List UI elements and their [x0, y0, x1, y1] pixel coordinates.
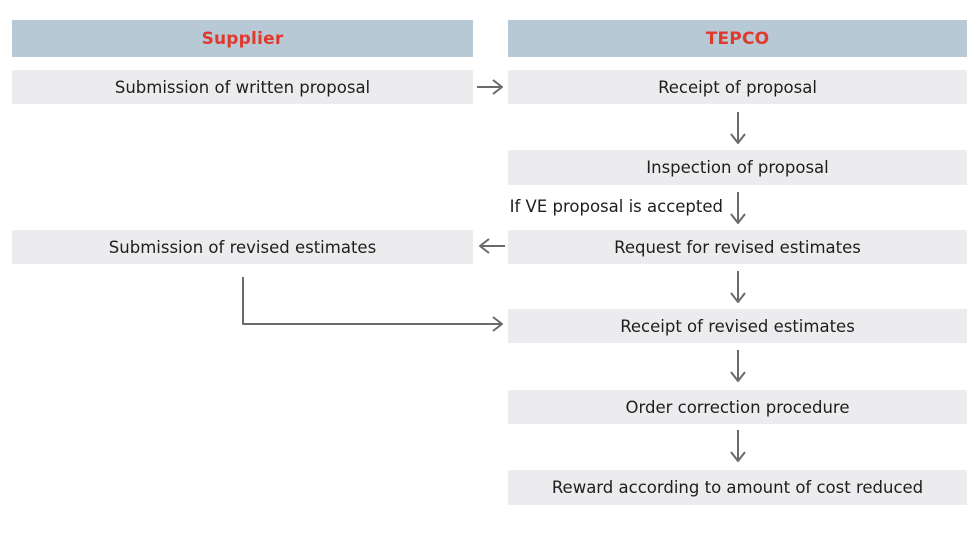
tepco-column-header: TEPCO [508, 20, 967, 57]
box-request-revised-estimates: Request for revised estimates [508, 230, 967, 264]
box-reward-cost-reduced: Reward according to amount of cost reduc… [508, 470, 967, 505]
box-receipt-of-proposal: Receipt of proposal [508, 70, 967, 104]
arrow-request-to-submission-revised-icon [479, 238, 505, 254]
supplier-column-header: Supplier [12, 20, 473, 57]
arrow-request-to-receipt-revised-icon [730, 271, 746, 303]
arrow-inspection-to-request-icon [730, 192, 746, 224]
arrow-order-correction-to-reward-icon [730, 430, 746, 462]
box-submission-written-proposal: Submission of written proposal [12, 70, 473, 104]
arrow-receipt-revised-to-order-correction-icon [730, 350, 746, 382]
arrow-receipt-to-inspection-icon [730, 112, 746, 144]
box-inspection-of-proposal: Inspection of proposal [508, 150, 967, 185]
ve-accepted-label: If VE proposal is accepted [509, 197, 723, 216]
box-order-correction-procedure: Order correction procedure [508, 390, 967, 424]
box-receipt-revised-estimates: Receipt of revised estimates [508, 309, 967, 343]
arrow-submission-revised-to-receipt-revised-icon [242, 277, 503, 332]
arrow-written-proposal-to-receipt-icon [477, 79, 503, 95]
box-submission-revised-estimates: Submission of revised estimates [12, 230, 473, 264]
